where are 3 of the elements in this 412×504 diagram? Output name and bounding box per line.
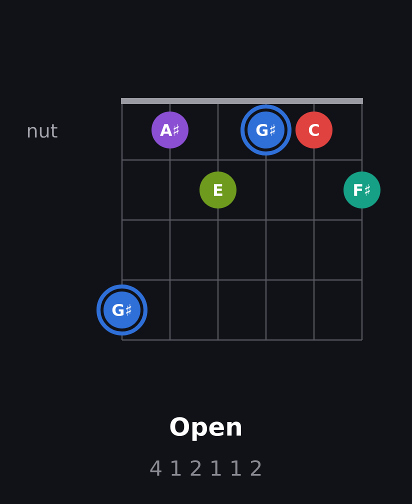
nut-label: nut xyxy=(28,124,58,138)
chord-title: Open xyxy=(170,417,241,441)
finger-numbers: 4 1 2 1 1 2 xyxy=(150,460,261,476)
